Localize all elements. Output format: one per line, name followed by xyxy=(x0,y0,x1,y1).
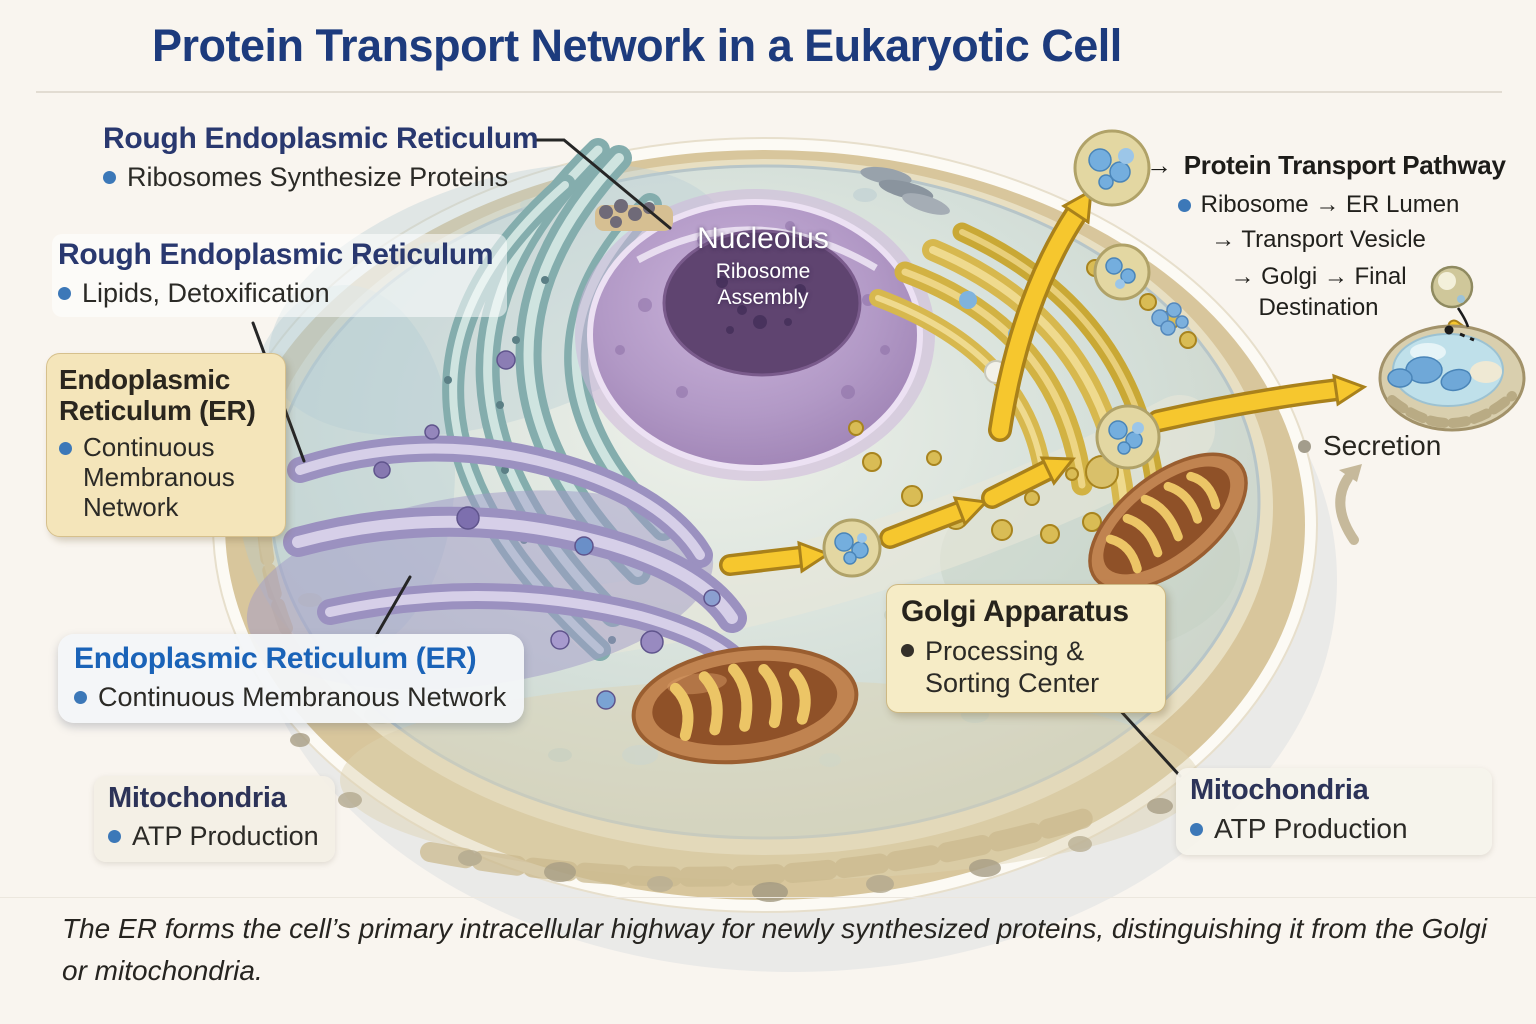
bullet-dot xyxy=(59,441,72,455)
callout-heading: Endoplasmic Reticulum (ER) xyxy=(74,642,477,675)
bullet-dot xyxy=(108,830,121,843)
bullet-dot xyxy=(58,287,71,300)
pathway-step-text: Ribosome → ER Lumen xyxy=(1200,191,1460,218)
label-rough-er-ribosomes: Rough Endoplasmic Reticulum Ribosomes Sy… xyxy=(103,122,539,193)
leader-line xyxy=(374,575,412,638)
nucleolus-role: Ribosome Assembly xyxy=(715,260,811,310)
secretion-text: Secretion xyxy=(1323,430,1442,461)
transport-vesicle xyxy=(1095,404,1161,470)
label-secretion: Secretion xyxy=(1298,430,1441,462)
membrane-texture xyxy=(290,733,1173,902)
bullet-dot xyxy=(1190,822,1203,836)
callout-heading: Endoplasmic Reticulum (ER) xyxy=(59,364,256,427)
pathway-step: → Golgi → Final Destination xyxy=(1230,263,1407,322)
pathway-step: Ribosome → ER Lumen xyxy=(1177,191,1460,219)
label-protein-transport-pathway: → Protein Transport Pathway Ribosome → E… xyxy=(1146,150,1524,323)
mitochondrion-bottom xyxy=(631,645,859,765)
callout-heading: Golgi Apparatus xyxy=(901,595,1129,628)
transport-vesicle xyxy=(1073,129,1151,207)
er-vesicle-spheres xyxy=(373,350,721,714)
secretion-arrow xyxy=(1335,473,1359,545)
pathway-step: → Transport Vesicle xyxy=(1211,226,1426,253)
pathway-steps: Ribosome → ER Lumen → Transport Vesicle … xyxy=(1146,191,1491,323)
transport-vesicle xyxy=(822,518,882,578)
callout-bullet: Continuous Membranous Network xyxy=(83,431,235,522)
transport-vesicle xyxy=(1093,243,1151,301)
caption: The ER forms the cell’s primary intracel… xyxy=(62,913,1487,986)
label-heading: Mitochondria xyxy=(108,782,287,814)
label-nucleolus: Nucleolus Ribosome Assembly xyxy=(663,222,863,312)
leader-line xyxy=(535,138,672,230)
bullet-dot xyxy=(103,171,116,184)
free-vesicle-cluster xyxy=(1151,302,1189,336)
label-rough-er-lipids: Rough Endoplasmic Reticulum Lipids, Deto… xyxy=(52,234,508,317)
caption-divider xyxy=(0,897,1536,898)
callout-er-left: Endoplasmic Reticulum (ER) Continuous Me… xyxy=(46,353,286,538)
bullet-dot xyxy=(1298,439,1311,453)
nucleolus xyxy=(662,229,862,377)
mitochondrion-right xyxy=(1085,452,1248,592)
nucleolus-name: Nucleolus xyxy=(697,222,829,255)
label-mitochondria-right: Mitochondria ATP Production xyxy=(1176,768,1492,855)
label-heading: Rough Endoplasmic Reticulum xyxy=(103,122,539,155)
nucleus xyxy=(575,189,935,481)
label-heading: Rough Endoplasmic Reticulum xyxy=(58,238,494,271)
label-bullet: Ribosomes Synthesize Proteins xyxy=(127,162,509,192)
label-heading: Mitochondria xyxy=(1190,774,1369,806)
label-bullet: ATP Production xyxy=(1214,813,1408,844)
callout-golgi: Golgi Apparatus Processing & Sorting Cen… xyxy=(886,584,1166,713)
callout-bullet: Processing & Sorting Center xyxy=(925,636,1100,699)
label-mitochondria-left: Mitochondria ATP Production xyxy=(94,776,335,862)
black-arrow-glyph: → xyxy=(1146,150,1172,180)
callout-bullet: Continuous Membranous Network xyxy=(98,682,507,712)
secretion-complex xyxy=(1378,265,1526,432)
title-divider xyxy=(36,91,1502,93)
callout-er-lower: Endoplasmic Reticulum (ER) Continuous Me… xyxy=(58,634,524,723)
pathway-heading-row: → Protein Transport Pathway xyxy=(1146,150,1524,181)
label-bullet: Lipids, Detoxification xyxy=(82,278,330,308)
misc-organelles xyxy=(595,166,950,231)
bullet-dot xyxy=(74,691,87,704)
transport-vesicles xyxy=(822,129,1189,578)
bullet-dot xyxy=(901,644,914,657)
leader-line xyxy=(1116,706,1182,778)
pathway-heading: Protein Transport Pathway xyxy=(1183,150,1506,180)
label-bullet: ATP Production xyxy=(132,821,319,851)
page-title: Protein Transport Network in a Eukaryoti… xyxy=(152,20,1122,71)
bullet-dot xyxy=(1177,198,1191,212)
